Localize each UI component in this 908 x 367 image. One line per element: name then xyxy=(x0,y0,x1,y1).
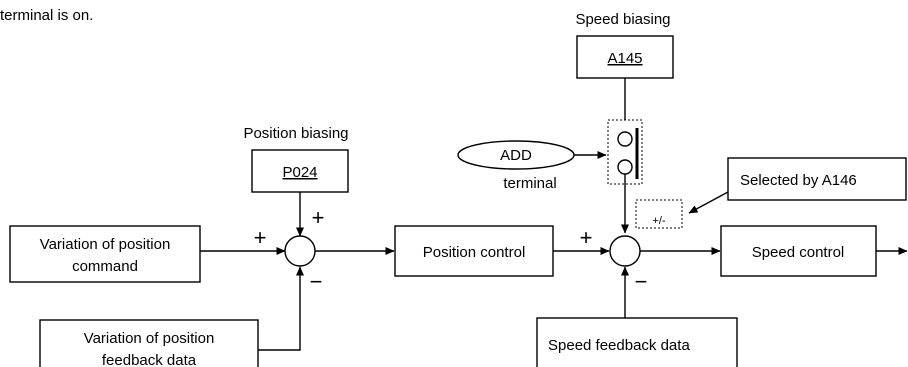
position-sum-plus-top: + xyxy=(312,205,325,230)
speed-control-label: Speed control xyxy=(752,244,845,261)
speed-control-box xyxy=(720,225,877,277)
speed-biasing-param: A145 xyxy=(607,50,642,67)
position-feedback-line1: Variation of position xyxy=(84,330,215,347)
speed-sum-minus: − xyxy=(635,269,648,294)
add-terminal-sublabel: terminal xyxy=(503,175,556,192)
selected-by-arrow xyxy=(688,191,729,214)
speed-sum-plus-left: + xyxy=(580,225,593,250)
position-control-label: Position control xyxy=(423,244,526,261)
switch-contact-top xyxy=(617,131,633,147)
speed-summing-junction xyxy=(609,235,641,267)
position-biasing-title: Position biasing xyxy=(243,125,348,142)
position-sum-plus-left: + xyxy=(254,225,267,250)
switch-contact-bottom xyxy=(617,159,633,175)
intro-text: terminal is on. xyxy=(0,7,93,24)
position-command-box xyxy=(9,225,201,283)
add-switch-frame xyxy=(607,119,643,185)
position-feedback-line xyxy=(258,266,304,351)
position-feedback-line2: feedback data xyxy=(102,352,197,367)
speed-biasing-box xyxy=(576,35,674,79)
selected-by-box xyxy=(727,157,907,201)
speed-feedback-box xyxy=(536,317,738,367)
sign-select-label: +/- xyxy=(652,215,665,227)
position-sum-minus: − xyxy=(310,269,323,294)
position-command-line2: command xyxy=(72,258,138,275)
selected-by-label: Selected by A146 xyxy=(740,172,857,189)
sign-select-frame xyxy=(635,199,683,229)
position-summing-junction xyxy=(284,235,316,267)
add-terminal-label: ADD xyxy=(500,147,532,164)
position-control-box xyxy=(394,225,554,277)
position-biasing-param: P024 xyxy=(282,164,317,181)
speed-feedback-label: Speed feedback data xyxy=(548,337,690,354)
position-command-line1: Variation of position xyxy=(40,236,171,253)
speed-biasing-title: Speed biasing xyxy=(575,11,670,28)
